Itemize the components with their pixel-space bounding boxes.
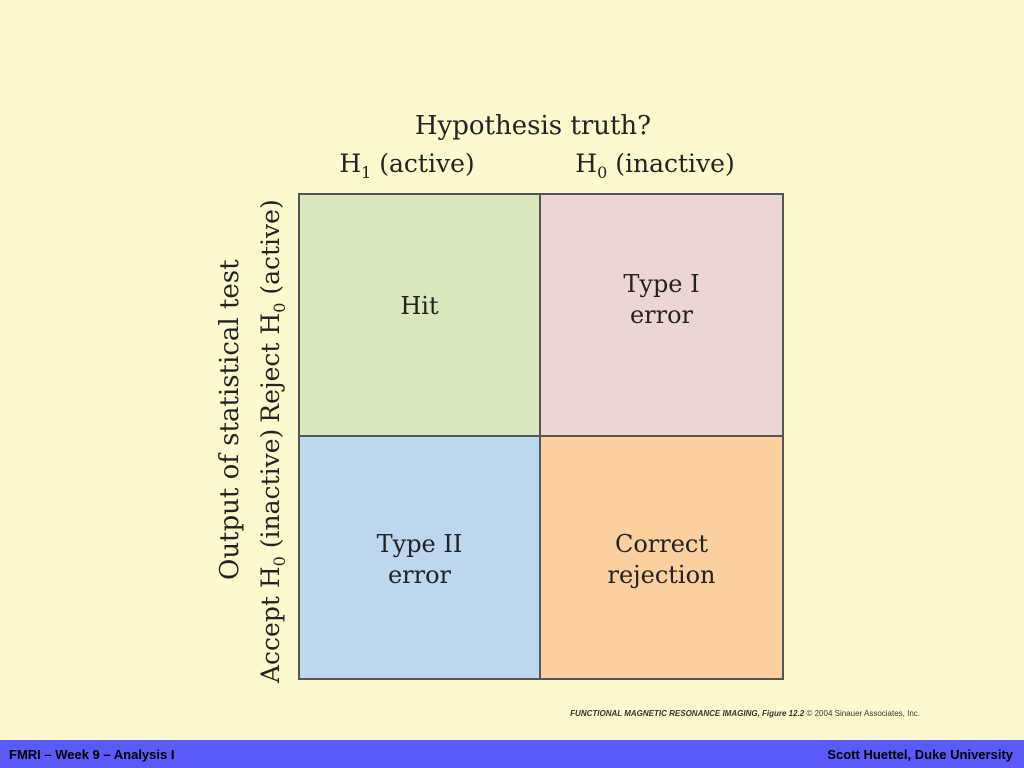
row-label-accept-rest: (inactive) <box>256 428 285 557</box>
row-axis-label: Output of statistical test <box>215 259 245 580</box>
column-label-h0-sub: 0 <box>597 163 608 182</box>
figure-credit: FUNCTIONAL MAGNETIC RESONANCE IMAGING, F… <box>570 709 920 718</box>
footer-course-title: FMRI – Week 9 – Analysis I <box>9 747 175 762</box>
decision-matrix: Hit Type I error Type II error Correct r… <box>298 193 784 680</box>
row-label-reject-sub: 0 <box>270 302 289 313</box>
column-label-h1-main: H <box>339 149 362 178</box>
credit-copyright: © 2004 Sinauer Associates, Inc. <box>806 709 920 718</box>
row-label-accept-sub: 0 <box>270 556 289 567</box>
row-label-reject-rest: (active) <box>256 199 285 303</box>
cell-type-ii-error: Type II error <box>300 436 541 678</box>
column-label-h0: H0 (inactive) <box>534 148 776 189</box>
row-label-reject-pre: Reject H <box>256 312 285 423</box>
slide: Hypothesis truth? H1 (active) H0 (inacti… <box>215 111 920 718</box>
credit-title: FUNCTIONAL MAGNETIC RESONANCE IMAGING, F… <box>570 709 805 718</box>
row-label-accept-pre: Accept H <box>256 566 285 683</box>
cell-type-ii-line-1: Type II <box>376 530 463 559</box>
column-label-h0-main: H <box>575 149 598 178</box>
cell-correct-line-1: Correct <box>614 530 709 559</box>
cell-hit: Hit <box>300 195 541 437</box>
cell-type-i-line-1: Type I <box>623 269 700 298</box>
cell-correct-rejection: Correct rejection <box>541 436 782 678</box>
footer-author: Scott Huettel, Duke University <box>827 747 1013 762</box>
column-label-h1: H1 (active) <box>286 148 528 189</box>
cell-correct-line-2: rejection <box>607 561 716 590</box>
row-label-accept: Accept H0 (inactive) <box>255 429 289 683</box>
cell-type-i-error: Type I error <box>541 195 782 437</box>
diagram-title: Hypothesis truth? <box>414 111 652 141</box>
column-label-h1-rest: (active) <box>371 149 475 178</box>
column-label-h0-rest: (inactive) <box>607 149 735 178</box>
slide-footer: FMRI – Week 9 – Analysis I Scott Huettel… <box>0 740 1024 768</box>
row-label-reject: Reject H0 (active) <box>255 186 289 436</box>
cell-type-ii-line-2: error <box>387 561 452 590</box>
cell-type-i-line-2: error <box>629 300 694 329</box>
cell-hit-line-1: Hit <box>400 292 439 321</box>
column-label-h1-sub: 1 <box>361 163 372 182</box>
